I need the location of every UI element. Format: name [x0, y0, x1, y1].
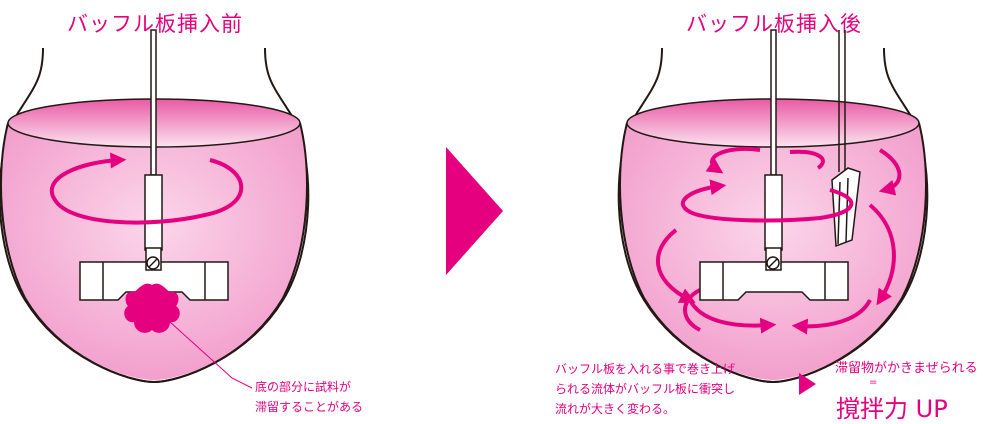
note-after-line1: バッフル板を入れる事で巻き上げ	[555, 362, 736, 376]
result-big: 撹拌力 UP	[836, 395, 948, 423]
impeller-before	[79, 247, 229, 301]
note-after: バッフル板を入れる事で巻き上げ られる流体がバッフル板に衝突し 流れが大きく変わ…	[555, 359, 735, 419]
flow-arrows	[655, 147, 902, 335]
sediment-blob	[124, 283, 180, 333]
flask-after	[617, 29, 929, 384]
note-after-line2: られる流体がバッフル板に衝突し	[555, 382, 736, 396]
result-top: 滞留物がかきまぜられる	[835, 361, 978, 376]
note-after-line3: 流れが大きく変わる。	[555, 402, 676, 416]
result-equals: =	[869, 377, 878, 388]
impeller-after	[699, 247, 849, 301]
note-before: 底の部分に試料が 滞留することがある	[255, 377, 363, 417]
flask-before	[0, 29, 310, 389]
note-before-line1: 底の部分に試料が	[255, 380, 352, 394]
transition-arrow	[446, 147, 503, 275]
note-before-line2: 滞留することがある	[255, 400, 364, 414]
baffle-plate	[831, 30, 861, 248]
result-arrow	[799, 373, 816, 395]
